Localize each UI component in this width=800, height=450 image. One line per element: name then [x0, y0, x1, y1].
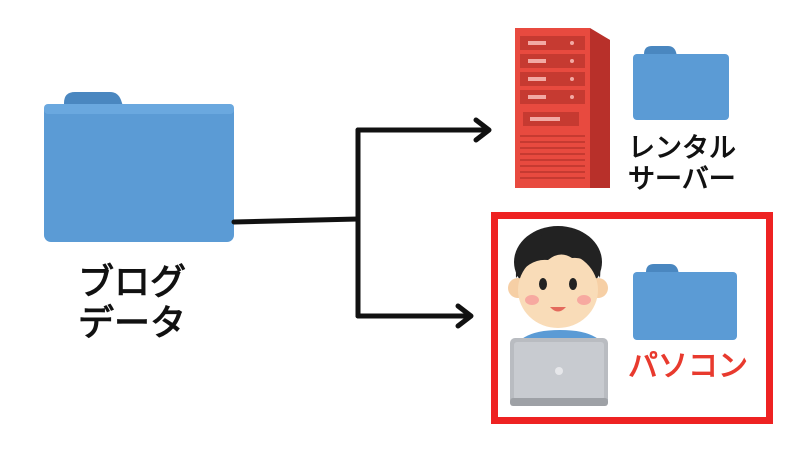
arrow-to-pc-head-icon [455, 303, 474, 329]
source-label: ブログ データ [78, 262, 186, 345]
person-with-laptop-icon [508, 226, 608, 406]
arrow-to-server-head-icon [473, 117, 492, 143]
server-label: レンタル サーバー [628, 133, 736, 195]
source-connector-line [231, 216, 361, 225]
source-label-line: ブログ [78, 262, 187, 303]
server-icon [515, 28, 610, 188]
source-label-line: データ [78, 303, 187, 345]
pc-label: パソコン [628, 349, 748, 385]
pc-folder-icon [633, 264, 737, 340]
flow-arrows [231, 117, 492, 329]
source-folder-icon [44, 92, 234, 242]
pc-highlight-box [491, 212, 773, 424]
server-label-line: レンタル [628, 133, 736, 164]
server-label-line: サーバー [628, 164, 736, 196]
pc-label-line: パソコン [628, 349, 748, 384]
server-folder-icon [633, 46, 729, 120]
